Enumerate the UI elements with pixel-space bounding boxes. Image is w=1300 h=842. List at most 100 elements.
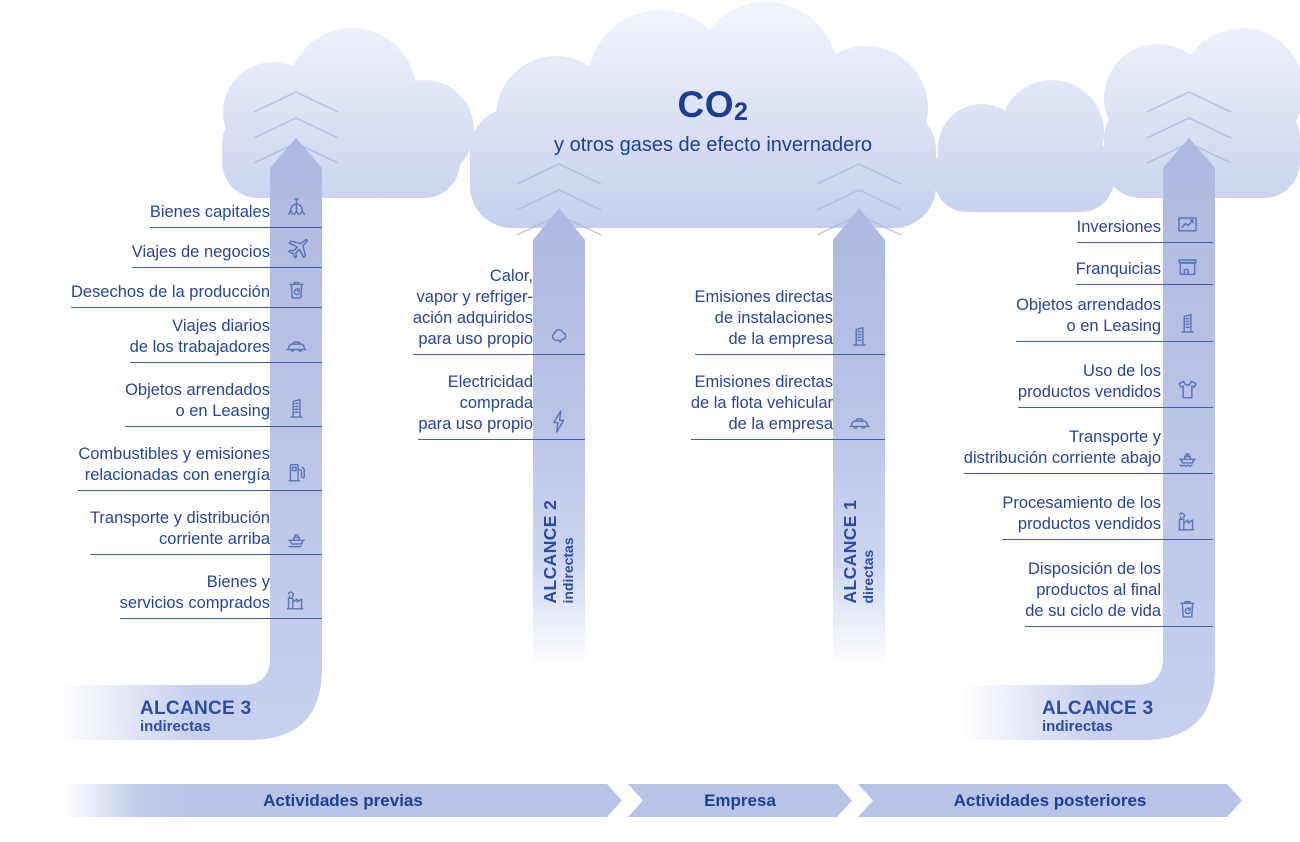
scope2-sublabel: indirectas: [559, 537, 576, 604]
building-icon: [846, 323, 873, 350]
airplane-icon: [283, 236, 310, 263]
icon-box: [270, 236, 322, 263]
factory-icon: [283, 587, 310, 614]
emission-item-label: Transporte y distribución corriente arri…: [89, 509, 270, 548]
co2-subscript: 2: [734, 98, 749, 126]
emission-item: Desechos de la producción: [30, 276, 322, 308]
emission-item: Inversiones: [923, 211, 1213, 243]
storefront-icon: [1174, 253, 1201, 280]
emission-item-label: Viajes diarios de los trabajadores: [129, 317, 270, 356]
timeline-segment-posteriores: Actividades posteriores: [858, 784, 1242, 817]
icon-box: [1161, 595, 1213, 622]
icon-box: [270, 196, 322, 223]
building-icon: [283, 395, 310, 422]
emission-item-label: Franquicias: [1075, 260, 1161, 278]
downstream3-label: ALCANCE 3: [1042, 698, 1154, 719]
downstream3-duct: [962, 138, 1215, 742]
icon-box: [270, 523, 322, 550]
icon-box: [533, 323, 585, 350]
icon-box: [1161, 508, 1213, 535]
scope2-column: [533, 208, 585, 668]
emission-item-label: Bienes y servicios comprados: [119, 573, 270, 612]
icon-box: [833, 323, 885, 350]
icon-box: [270, 587, 322, 614]
co2-subtitle: y otros gases de efecto invernadero: [554, 134, 872, 156]
emission-item-label: Emisiones directas de instalaciones de l…: [694, 288, 833, 348]
emission-item-label: Inversiones: [1076, 218, 1161, 236]
icon-box: [270, 395, 322, 422]
timeline-segment-label: Empresa: [704, 790, 776, 810]
icon-box: [1161, 376, 1213, 403]
emission-item: Combustibles y emisiones relacionadas co…: [30, 444, 322, 491]
clouds-background: [222, 2, 1300, 228]
scope2-label: ALCANCE 2: [540, 500, 561, 604]
tshirt-icon: [1174, 376, 1201, 403]
emission-item: Transporte y distribución corriente arri…: [30, 508, 322, 555]
upstream3-label-block: ALCANCE 3 indirectas: [140, 698, 251, 736]
scope1-vertical-label: ALCANCE 1 directas: [830, 452, 888, 652]
icon-box: [1161, 310, 1213, 337]
fuel-pump-icon: [283, 459, 310, 486]
car-icon: [846, 408, 873, 435]
emission-item: Viajes de negocios: [30, 236, 322, 268]
icon-box: [270, 276, 322, 303]
downstream3-sublabel: indirectas: [1042, 718, 1113, 736]
lightning-icon: [546, 408, 573, 435]
timeline-segment-label: Actividades previas: [263, 790, 423, 810]
upstream3-sublabel: indirectas: [140, 718, 211, 736]
emission-item-label: Bienes capitales: [149, 203, 270, 221]
emission-item-label: Desechos de la producción: [70, 283, 270, 301]
emission-item: Franquicias: [923, 253, 1213, 285]
icon-box: [270, 459, 322, 486]
emission-item: Calor, vapor y refriger- ación adquirido…: [360, 266, 585, 355]
emission-item: Bienes capitales: [30, 196, 322, 228]
emission-item: Bienes y servicios comprados: [30, 572, 322, 619]
icon-box: [833, 408, 885, 435]
timeline-segment-label: Actividades posteriores: [953, 790, 1147, 810]
scope2-items: Calor, vapor y refriger- ación adquirido…: [360, 266, 585, 440]
scope1-column: [833, 208, 885, 668]
waste-bin-icon: [1174, 595, 1201, 622]
upstream3-label: ALCANCE 3: [140, 698, 252, 719]
emission-item: Uso de los productos vendidos: [923, 361, 1213, 408]
emission-item-label: Uso de los productos vendidos: [1017, 362, 1161, 401]
ship-icon: [283, 523, 310, 550]
emission-item: Procesamiento de los productos vendidos: [923, 493, 1213, 540]
scope1-label: ALCANCE 1: [840, 500, 861, 604]
icon-box: [270, 331, 322, 358]
emission-item: Emisiones directas de la flota vehicular…: [655, 372, 885, 440]
emission-item-label: Viajes de negocios: [131, 243, 270, 261]
emission-item-label: Objetos arrendados o en Leasing: [125, 381, 270, 420]
crane-claw-icon: [283, 196, 310, 223]
emission-item-label: Calor, vapor y refriger- ación adquirido…: [412, 267, 533, 348]
emission-item-label: Emisiones directas de la flota vehicular…: [690, 373, 833, 433]
emission-item: Electricidad comprada para uso propio: [360, 372, 585, 440]
waste-bin-icon: [283, 276, 310, 303]
emission-item-label: Objetos arrendados o en Leasing: [1016, 296, 1161, 335]
timeline-segment-empresa: Empresa: [628, 784, 852, 817]
emission-item-label: Electricidad comprada para uso propio: [418, 373, 533, 433]
emission-item: Transporte y distribución corriente abaj…: [923, 427, 1213, 474]
building-icon: [1174, 310, 1201, 337]
scope1-sublabel: directas: [859, 550, 876, 604]
icon-box: [1161, 442, 1213, 469]
icon-box: [1161, 253, 1213, 280]
scope1-items: Emisiones directas de instalaciones de l…: [655, 287, 885, 440]
timeline-segment-previas: Actividades previas: [64, 784, 622, 817]
icon-box: [1161, 211, 1213, 238]
emission-item: Emisiones directas de instalaciones de l…: [655, 287, 885, 355]
emission-item: Objetos arrendados o en Leasing: [923, 295, 1213, 342]
steam-icon: [546, 323, 573, 350]
car-icon: [283, 331, 310, 358]
emission-item: Objetos arrendados o en Leasing: [30, 380, 322, 427]
co2-title: CO2: [677, 84, 749, 126]
downstream3-label-block: ALCANCE 3 indirectas: [1042, 698, 1153, 736]
scope2-vertical-label: ALCANCE 2 indirectas: [530, 452, 588, 652]
emission-item-label: Transporte y distribución corriente abaj…: [963, 428, 1161, 467]
factory-icon: [1174, 508, 1201, 535]
icon-box: [533, 408, 585, 435]
chart-icon: [1174, 211, 1201, 238]
